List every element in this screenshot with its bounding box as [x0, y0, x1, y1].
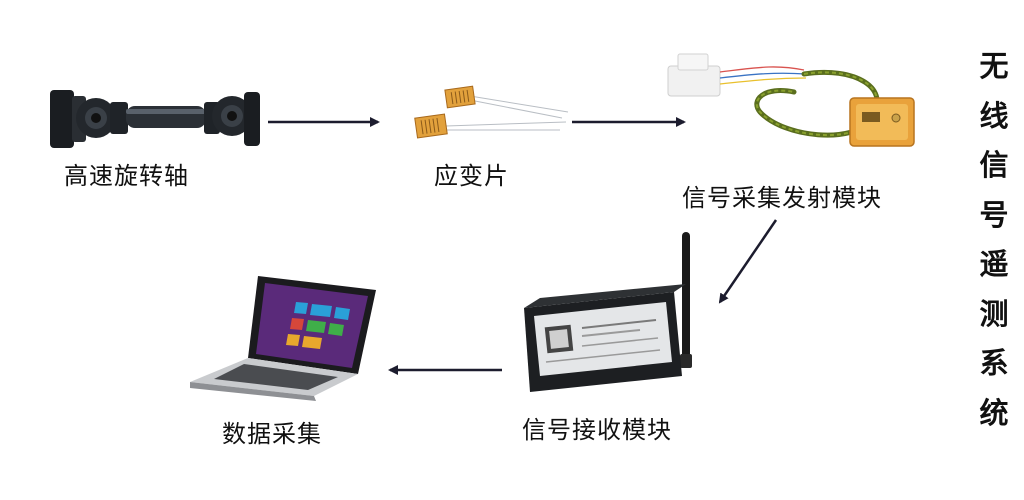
rotating-shaft-image [44, 76, 264, 160]
title-char: 线 [979, 98, 1009, 133]
laptop-label: 数据采集 [222, 420, 322, 448]
arrow-transmitter-to-receiver [718, 219, 778, 304]
shaft-label: 高速旋转轴 [64, 162, 189, 190]
system-title-vertical: 无 线 信 号 遥 测 系 统 [972, 42, 1016, 438]
title-char: 信 [979, 148, 1009, 182]
laptop-image [186, 270, 386, 402]
title-char: 无 [979, 49, 1009, 83]
title-char: 系 [979, 346, 1009, 380]
receiver-label: 信号接收模块 [522, 416, 672, 444]
receiver-module-image [510, 228, 710, 400]
transmitter-label: 信号采集发射模块 [682, 184, 882, 212]
strain-gauge-label: 应变片 [434, 162, 509, 190]
title-char: 号 [979, 197, 1009, 232]
title-char: 测 [979, 296, 1009, 331]
strain-gauge-image [410, 82, 570, 144]
transmitter-module-image [664, 48, 924, 160]
title-char: 统 [979, 395, 1009, 430]
title-char: 遥 [979, 247, 1009, 281]
